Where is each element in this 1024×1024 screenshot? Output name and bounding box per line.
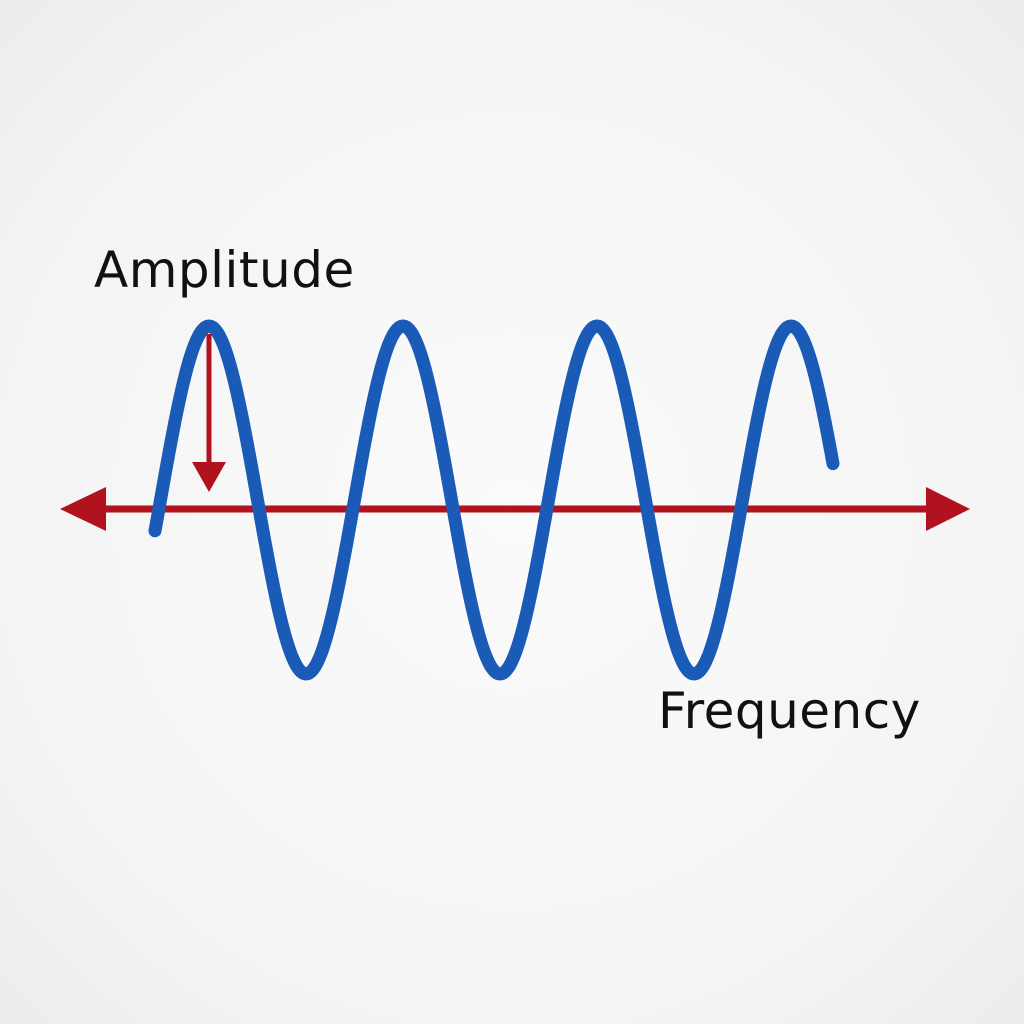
amplitude-arrow (192, 334, 226, 492)
frequency-label: Frequency (658, 682, 921, 740)
sine-wave (148, 319, 840, 681)
horizontal-axis (60, 487, 970, 531)
amplitude-arrowhead (192, 462, 226, 492)
amplitude-label: Amplitude (94, 241, 355, 299)
axis-arrowhead-left (60, 487, 106, 531)
axis-arrowhead-right (926, 487, 970, 531)
